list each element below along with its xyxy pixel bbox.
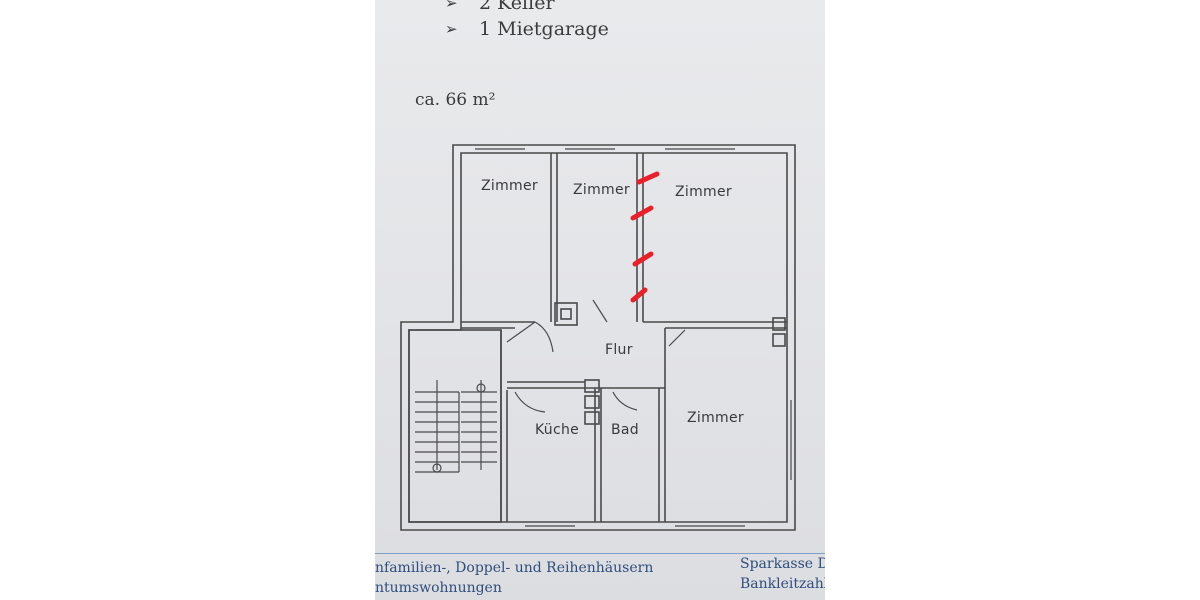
door-swing: [514, 391, 546, 413]
shaft: [554, 302, 578, 326]
door-swing: [506, 321, 554, 353]
stairwell: [408, 329, 502, 523]
footer-right-line2: Bankleitzahl: [740, 576, 825, 592]
outer-wall-inner: [408, 152, 788, 523]
stair-steps: [415, 380, 497, 473]
feature-list: ➢ 2 Keller ➢ 1 Mietgarage: [445, 0, 609, 42]
list-item-label: 2 Keller: [479, 0, 555, 14]
footer-left-line2: ntumswohnungen: [375, 580, 502, 596]
shaft: [772, 333, 786, 347]
footer-divider: [375, 553, 825, 554]
arrow-bullet-icon: ➢: [445, 0, 458, 12]
room-label: Zimmer: [481, 178, 538, 194]
shaft: [584, 379, 600, 393]
shaft: [584, 395, 600, 409]
list-item: ➢ 2 Keller: [445, 0, 609, 16]
red-mark: [632, 251, 654, 267]
room-label: Zimmer: [687, 410, 744, 426]
arrow-bullet-icon: ➢: [445, 20, 458, 38]
shaft: [772, 317, 786, 331]
shaft: [560, 308, 572, 320]
red-mark: [630, 205, 654, 221]
door-swing: [612, 391, 638, 411]
red-mark: [636, 171, 660, 185]
floor-plan: [400, 144, 796, 531]
room-label: Küche: [535, 422, 580, 438]
red-mark: [630, 287, 648, 303]
document-page: ➢ 2 Keller ➢ 1 Mietgarage ca. 66 m²: [375, 0, 825, 600]
list-item: ➢ 1 Mietgarage: [445, 16, 609, 42]
footer-left-line1: nfamilien-, Doppel- und Reihenhäusern: [375, 560, 654, 576]
footer-right-line1: Sparkasse D: [740, 556, 825, 572]
shaft: [584, 411, 600, 425]
outer-wall: [400, 144, 796, 531]
room-label: Zimmer: [675, 184, 732, 200]
room-label: Flur: [605, 342, 633, 358]
door-swing: [592, 299, 608, 323]
door-swing: [668, 329, 686, 347]
red-markings: [630, 171, 660, 303]
windows: [475, 148, 792, 527]
living-area: ca. 66 m²: [415, 90, 496, 110]
room-label: Bad: [611, 422, 639, 438]
list-item-label: 1 Mietgarage: [479, 18, 609, 40]
room-label: Zimmer: [573, 182, 630, 198]
